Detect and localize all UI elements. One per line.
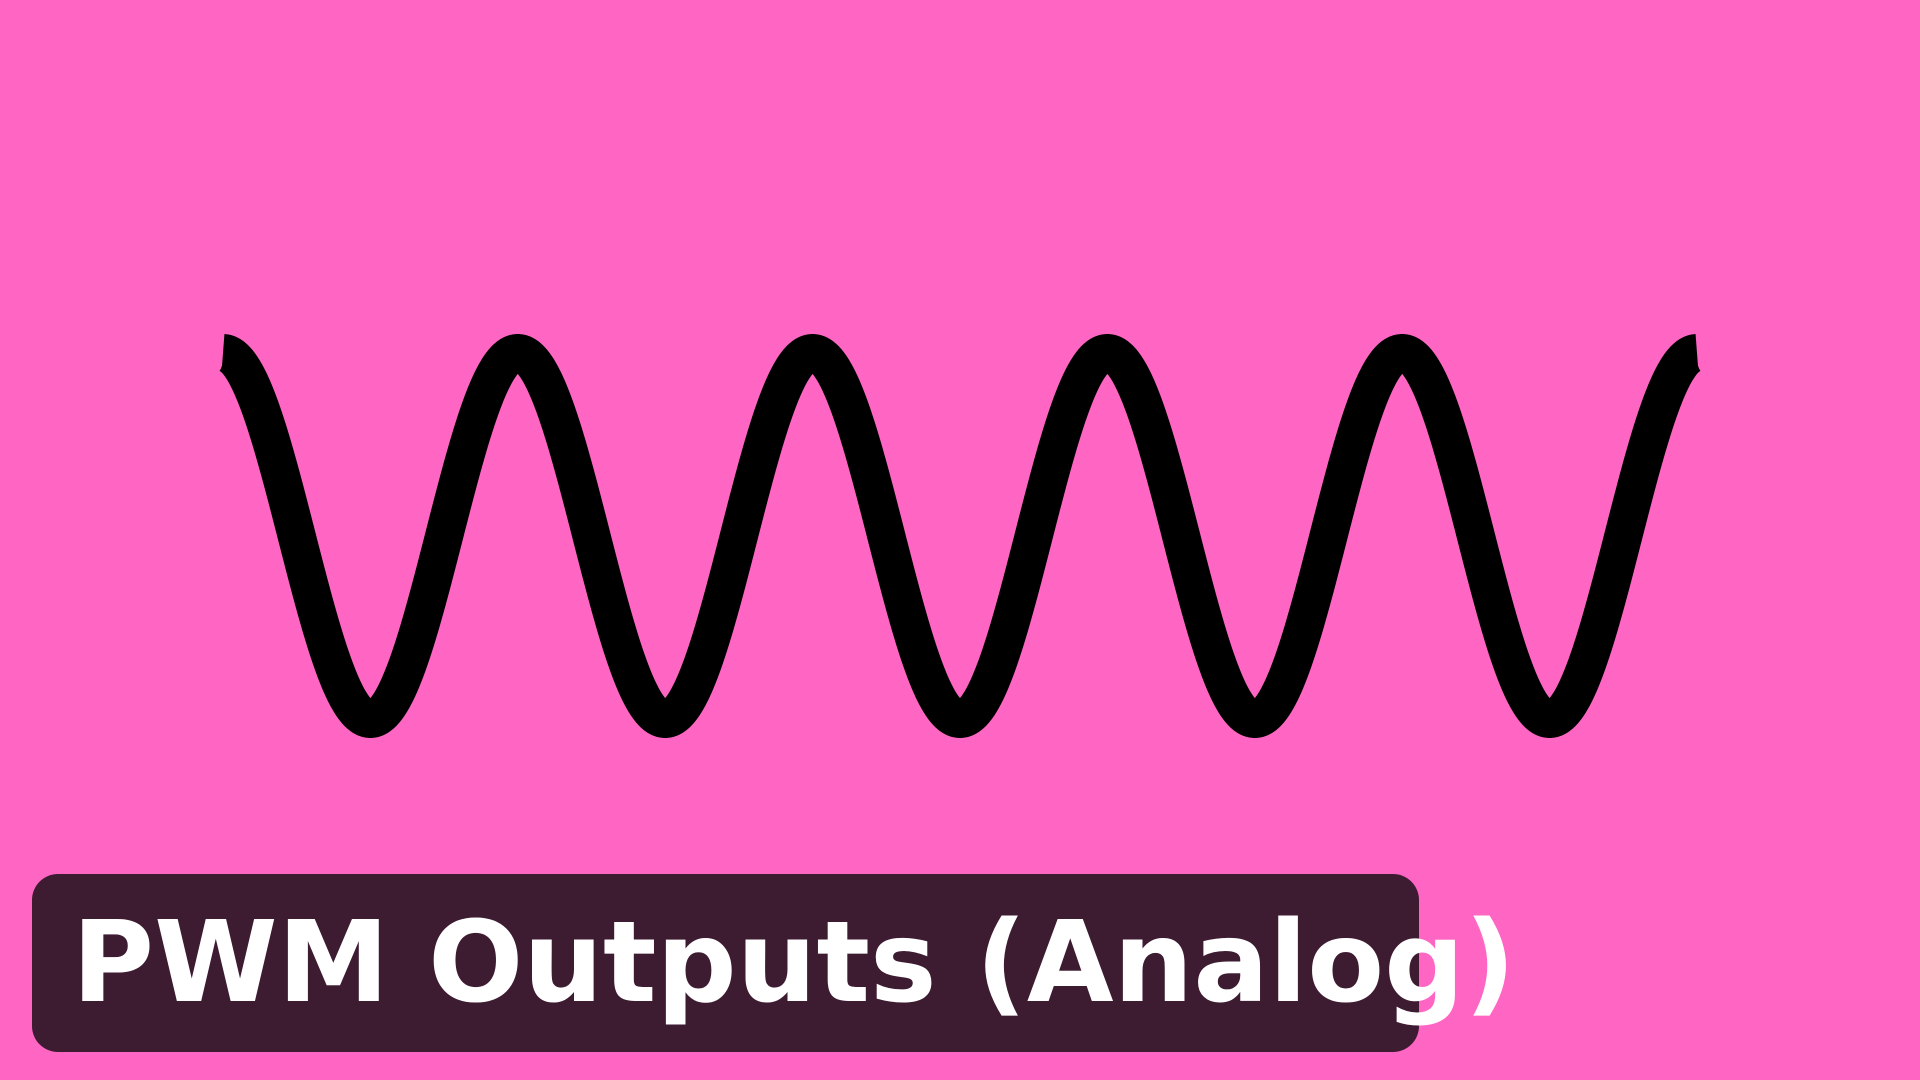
sine-wave	[205, 334, 1715, 738]
title-text: PWM Outputs (Analog)	[72, 898, 1516, 1028]
title-banner: PWM Outputs (Analog)	[32, 874, 1516, 1052]
